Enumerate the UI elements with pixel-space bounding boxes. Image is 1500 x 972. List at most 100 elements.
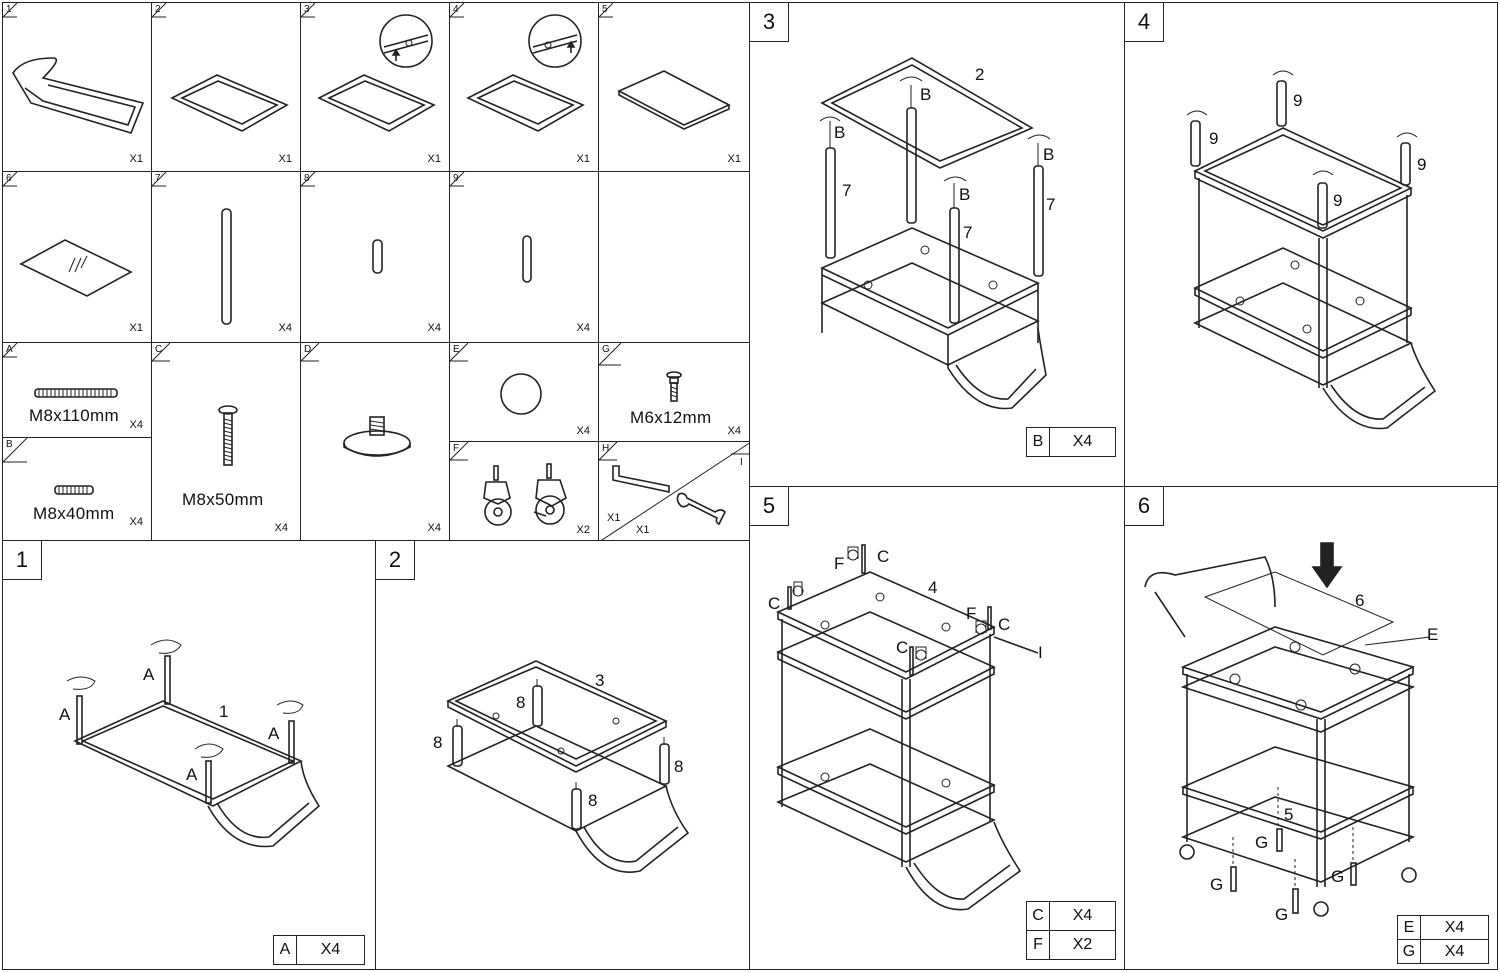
bolt-c-size: M8x50mm <box>182 490 264 509</box>
legend-row: G X4 <box>1398 939 1488 963</box>
hardware-cell-e: E X4 <box>449 342 599 442</box>
leveling-foot-d-drawing <box>301 343 411 457</box>
part-qty: X1 <box>427 153 441 165</box>
part-6-glass-drawing <box>3 172 133 297</box>
legend-row: A X4 <box>274 936 364 964</box>
part-id: 5 <box>602 4 608 15</box>
hardware-cell-hi: H I X1 X1 <box>598 441 750 541</box>
part-7-tube-drawing <box>152 172 232 325</box>
part-qty: X1 <box>576 153 590 165</box>
step-6-panel: 6 6 E 5 G G G G E X4 G X4 <box>1124 486 1498 970</box>
legend-value: X4 <box>320 941 341 958</box>
part-cell-2: 2 X1 <box>151 2 301 172</box>
bolt-b-drawing <box>3 438 94 495</box>
hardware-id: E <box>453 344 460 355</box>
label-part-8: 8 <box>674 757 684 776</box>
bolt-b-size: M8x40mm <box>33 504 115 523</box>
label-bolt-b: B <box>920 85 932 104</box>
label-cap-e: E <box>1427 625 1439 644</box>
label-screw-g: G <box>1255 833 1269 852</box>
step-3-panel: 3 2 B B B B 7 7 7 B X4 <box>749 2 1125 487</box>
hardware-qty: X1 <box>636 524 650 536</box>
label-part-4: 4 <box>928 578 938 597</box>
label-bolt-b: B <box>959 185 971 204</box>
label-part-7: 7 <box>842 181 852 200</box>
label-part-9: 9 <box>1293 91 1303 110</box>
part-cell-9: 9 X4 <box>449 171 599 343</box>
caster-f-drawing <box>450 442 567 526</box>
hardware-qty: X4 <box>427 522 441 534</box>
part-id: 8 <box>304 173 310 184</box>
hardware-qty: X1 <box>607 512 621 524</box>
bolt-a-size: M8x110mm <box>29 406 119 425</box>
label-part-7: 7 <box>963 223 973 242</box>
part-cell-3: 3 X1 <box>300 2 450 172</box>
hardware-id: D <box>304 344 312 355</box>
step-6-legend: E X4 G X4 <box>1397 915 1489 964</box>
step-number: 2 <box>376 541 415 580</box>
hardware-id: I <box>740 457 743 468</box>
label-bolt-c: C <box>877 547 890 566</box>
legend-key: G <box>1398 940 1421 963</box>
label-part-9: 9 <box>1333 191 1343 210</box>
part-id: 2 <box>155 4 161 15</box>
part-id: 9 <box>453 173 459 184</box>
legend-value: X4 <box>1072 907 1093 924</box>
label-bolt-a: A <box>186 765 198 784</box>
part-4-frame-drawing <box>450 3 585 132</box>
step-1-legend: A X4 <box>273 935 365 965</box>
part-1-cart-handle-frame-drawing <box>3 3 145 134</box>
hardware-cell-b: B M8x40mm X4 <box>2 437 152 541</box>
part-cell-6: 6 X1 <box>2 171 152 343</box>
part-8-short-tube-drawing <box>301 172 383 274</box>
step-3-legend: B X4 <box>1026 427 1116 457</box>
hardware-qty: X4 <box>129 516 143 528</box>
step-number: 4 <box>1125 3 1164 42</box>
label-bolt-c: C <box>896 638 909 657</box>
step-5-panel: 5 F C C 4 F C C I C X4 F X2 <box>749 486 1125 970</box>
label-part-9: 9 <box>1417 155 1427 174</box>
label-part-8: 8 <box>433 733 443 752</box>
step-1-diagram <box>66 639 321 848</box>
legend-row: B X4 <box>1027 428 1115 456</box>
legend-value: X4 <box>1444 942 1465 960</box>
label-screw-g: G <box>1331 867 1345 886</box>
bolt-a-drawing <box>3 343 118 398</box>
label-screw-g: G <box>1210 875 1224 894</box>
part-2-frame-drawing <box>152 3 289 132</box>
part-id: 7 <box>155 173 161 184</box>
label-part-7: 7 <box>1046 195 1056 214</box>
legend-value: X4 <box>1444 918 1465 936</box>
legend-key: A <box>274 936 297 964</box>
legend-key: F <box>1027 931 1050 959</box>
part-5-board-drawing <box>599 3 731 130</box>
screw-g-size: M6x12mm <box>630 408 712 427</box>
label-bolt-c: C <box>768 594 781 613</box>
hardware-cell-c: C M8x50mm X4 <box>151 342 301 541</box>
legend-value: X4 <box>1072 433 1093 450</box>
bolt-c-drawing <box>152 343 238 466</box>
hardware-cell-f: F X2 <box>449 441 599 541</box>
label-screw-g: G <box>1275 905 1289 924</box>
step-6-diagram <box>1144 542 1431 917</box>
part-cell-7: 7 X4 <box>151 171 301 343</box>
part-qty: X1 <box>129 322 143 334</box>
step-5-diagram <box>776 544 1039 911</box>
part-id: 1 <box>6 4 12 15</box>
hardware-qty: X4 <box>576 425 590 437</box>
legend-key: E <box>1398 916 1421 939</box>
label-part-1: 1 <box>219 702 229 721</box>
step-number: 3 <box>750 3 789 42</box>
legend-value: X2 <box>1072 936 1093 953</box>
part-cell-empty <box>598 171 750 343</box>
legend-row: F X2 <box>1027 930 1115 959</box>
part-qty: X1 <box>278 153 292 165</box>
label-part-8: 8 <box>516 693 526 712</box>
hardware-qty: X4 <box>727 425 741 437</box>
hardware-qty: X4 <box>129 419 143 431</box>
part-id: 4 <box>453 4 459 15</box>
legend-key: C <box>1027 902 1050 930</box>
screw-g-drawing <box>599 343 682 402</box>
part-cell-1: 1 X1 <box>2 2 152 172</box>
hardware-qty: X4 <box>274 522 288 534</box>
